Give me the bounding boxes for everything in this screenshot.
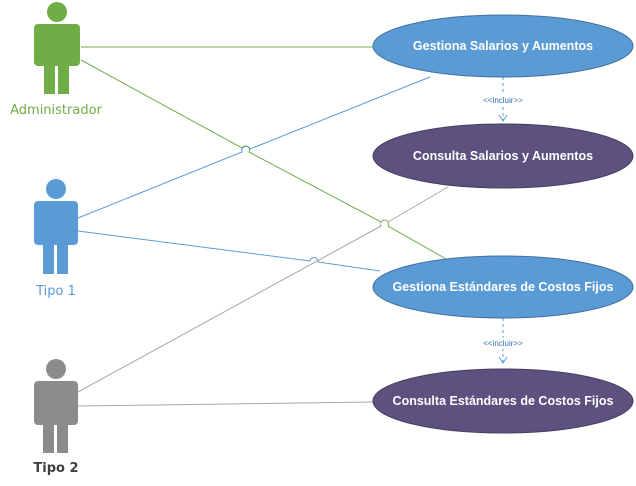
use-case-consulta-costos[interactable]: Consulta Estándares de Costos Fijos bbox=[372, 368, 634, 434]
association-tipo2-consulta-costos bbox=[77, 401, 375, 407]
association-tipo2-consulta-salarios bbox=[77, 186, 449, 393]
actor-label: Administrador bbox=[10, 103, 102, 118]
include-label-costos: <<incluir>> bbox=[483, 339, 523, 348]
actor-administrador[interactable]: Administrador bbox=[10, 2, 103, 118]
actor-figure-icon bbox=[34, 179, 78, 274]
actor-tipo-1[interactable]: Tipo 1 bbox=[34, 179, 78, 299]
include-arrowhead-salarios bbox=[498, 114, 508, 122]
use-case-label: Gestiona Estándares de Costos Fijos bbox=[393, 280, 614, 294]
actor-label: Tipo 2 bbox=[33, 461, 78, 476]
include-label-salarios: <<incluir>> bbox=[483, 96, 523, 105]
actor-figure-icon bbox=[34, 2, 80, 94]
use-case-label: Gestiona Salarios y Aumentos bbox=[413, 39, 593, 53]
actor-label: Tipo 1 bbox=[35, 284, 76, 299]
use-case-consulta-salarios[interactable]: Consulta Salarios y Aumentos bbox=[372, 123, 634, 189]
association-tipo1-gestiona-costos bbox=[77, 230, 381, 272]
use-case-gestiona-costos[interactable]: Gestiona Estándares de Costos Fijos bbox=[372, 255, 634, 319]
actor-figure-icon bbox=[34, 359, 78, 453]
include-label-bg-salarios bbox=[472, 95, 534, 106]
use-case-label: Consulta Estándares de Costos Fijos bbox=[393, 394, 614, 408]
actor-tipo-2[interactable]: Tipo 2 bbox=[33, 359, 79, 476]
association-tipo1-gestiona-salarios bbox=[77, 76, 431, 219]
use-case-label: Consulta Salarios y Aumentos bbox=[413, 149, 593, 163]
include-relations: <<incluir>> <<incluir>> bbox=[472, 77, 534, 364]
associations bbox=[77, 46, 449, 407]
include-arrowhead-costos bbox=[498, 356, 508, 364]
include-label-bg-costos bbox=[472, 338, 534, 349]
use-case-gestiona-salarios[interactable]: Gestiona Salarios y Aumentos bbox=[372, 14, 634, 78]
